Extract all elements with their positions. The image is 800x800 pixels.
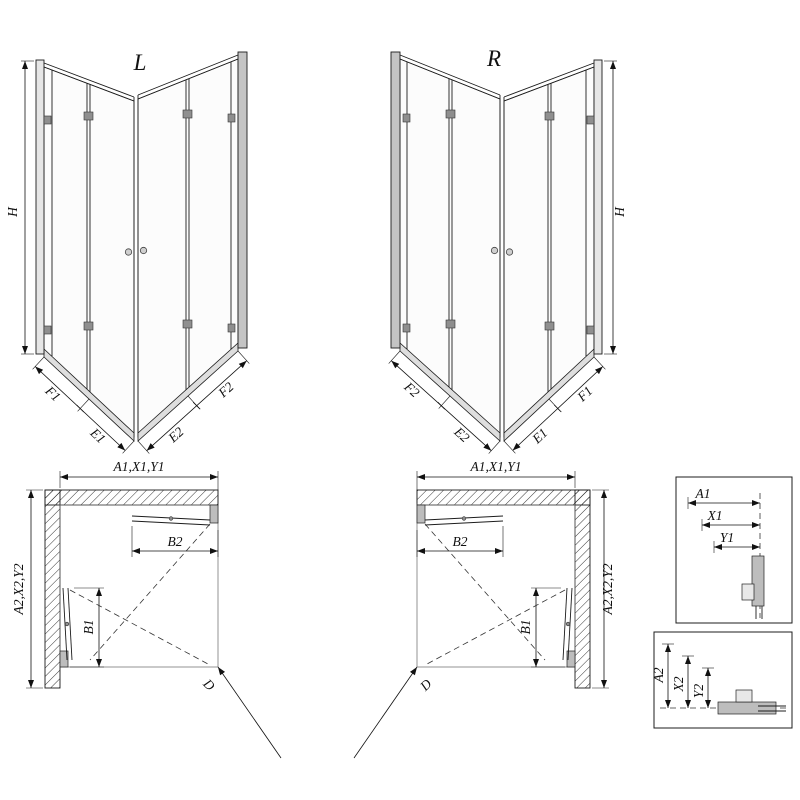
dim-label-b2: B2	[168, 534, 183, 549]
fold-hinge	[461, 516, 467, 521]
dim-label-e2: E2	[451, 423, 473, 445]
dim-label-e1: E1	[529, 425, 551, 447]
dim-label-d: D	[200, 675, 218, 693]
wall-profile	[566, 650, 576, 668]
door-swing-line	[426, 589, 566, 665]
top-wall	[44, 489, 219, 506]
shower-tray-outline	[59, 504, 219, 668]
dim-label-a1x1y1: A1,X1,Y1	[112, 459, 164, 474]
right-wall-profile	[237, 51, 248, 349]
dim-label-h: H	[5, 206, 20, 218]
hinge	[227, 113, 236, 123]
fold-hinge	[565, 621, 571, 627]
r-plan-dimensions: A1,X1,Y1 A2,X2,Y2 B2 B1	[416, 459, 615, 689]
l-plan-dimensions: A1,X1,Y1 A2,X2,Y2 B2 B1	[11, 459, 219, 689]
detail-frame	[675, 476, 793, 624]
left-wall	[44, 489, 61, 689]
dim-label-b1: B1	[81, 620, 96, 635]
detail-bottom-profile: A2 X2 Y2	[651, 631, 793, 729]
dim-label-f2: F2	[401, 378, 423, 400]
diagonal-entry-line	[217, 666, 282, 759]
wall-profile-section	[751, 555, 765, 607]
profile-detail	[741, 583, 755, 601]
hinge	[544, 111, 555, 121]
dim-label-b1: B1	[518, 620, 533, 635]
r-variant-3d-view: R	[390, 46, 603, 442]
left-wall-profile	[35, 59, 45, 355]
dim-label-d: D	[416, 676, 434, 694]
dim-label-a1x1y1: A1,X1,Y1	[469, 459, 521, 474]
shower-tray-outline	[416, 504, 576, 668]
diagonal-entry-line	[353, 666, 418, 759]
hinge	[586, 115, 595, 125]
wall-profile	[209, 504, 219, 524]
hinge	[586, 325, 595, 335]
dim-label-h: H	[612, 206, 627, 218]
dim-label-a2: A2	[651, 667, 666, 683]
top-wall	[416, 489, 591, 506]
left-glass-wall	[43, 66, 135, 438]
profile-detail	[735, 689, 753, 703]
variant-label-r: R	[486, 46, 501, 71]
r-plan-view: D	[353, 489, 591, 759]
right-wall	[574, 489, 591, 689]
hinge	[544, 321, 555, 331]
fold-hinge	[64, 621, 70, 627]
hinge	[83, 321, 94, 331]
l-variant-3d-view: L	[35, 50, 248, 442]
variant-label-l: L	[133, 50, 147, 75]
wall-profile	[416, 504, 426, 524]
door-swing-line	[424, 523, 546, 661]
door-swing-line	[89, 523, 211, 661]
dim-label-x2: X2	[671, 676, 686, 692]
detail-top-profile: A1 X1 Y1	[675, 476, 793, 624]
door-swing-line	[69, 589, 209, 665]
hinge	[182, 109, 193, 119]
dim-label-f1: F1	[42, 382, 64, 404]
left-wall-profile	[390, 51, 401, 349]
hinge	[43, 325, 52, 335]
hinge	[402, 113, 411, 123]
dim-label-f2: F2	[215, 379, 237, 401]
dim-label-a2x2y2: A2,X2,Y2	[600, 563, 615, 615]
dim-label-a1: A1	[695, 486, 711, 501]
wall-profile	[59, 650, 69, 668]
right-glass-wall	[503, 66, 595, 438]
dim-label-b2: B2	[453, 534, 468, 549]
door-knob	[139, 246, 148, 255]
dim-label-y1: Y1	[720, 530, 734, 545]
fold-hinge	[168, 516, 174, 521]
right-wall-profile	[593, 59, 603, 355]
dim-label-e1: E1	[87, 424, 109, 446]
hinge	[445, 109, 456, 119]
hinge	[182, 319, 193, 329]
hinge	[227, 323, 236, 333]
dim-label-y2: Y2	[691, 684, 706, 699]
door-knob	[490, 246, 499, 255]
hinge	[445, 319, 456, 329]
wall-profile-section	[717, 701, 777, 715]
dim-label-x1: X1	[707, 508, 723, 523]
hinge	[43, 115, 52, 125]
door-knob	[124, 248, 133, 256]
hinge	[83, 111, 94, 121]
dim-label-f1: F1	[574, 383, 596, 405]
door-knob	[505, 248, 514, 256]
dim-label-e2: E2	[165, 424, 187, 446]
dim-label-a2x2y2: A2,X2,Y2	[11, 563, 26, 615]
hinge	[402, 323, 411, 333]
